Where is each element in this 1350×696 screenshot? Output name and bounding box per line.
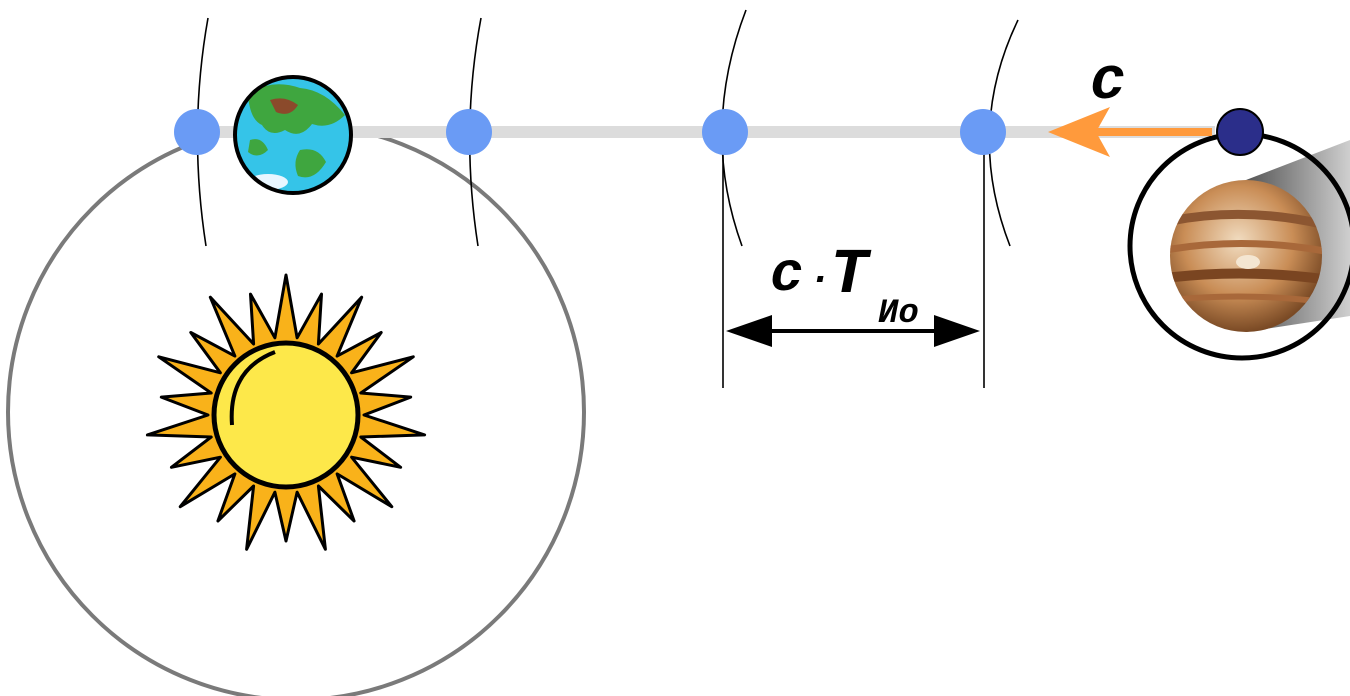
wavefront-dot-1 <box>174 109 220 155</box>
distance-arrow <box>726 315 980 347</box>
wavefront-dot-3 <box>702 109 748 155</box>
io-moon-icon <box>1217 109 1263 155</box>
sun-icon <box>147 275 424 549</box>
distance-label-dot: · <box>808 258 832 303</box>
speed-label: c <box>1090 49 1126 117</box>
wavefront-dot-2 <box>446 109 492 155</box>
wavefront-dot-4 <box>960 109 1006 155</box>
earth-icon <box>235 77 351 193</box>
distance-label-subscript: Ио <box>878 295 919 333</box>
distance-label-T: T <box>830 240 872 312</box>
distance-label-c: c <box>770 243 804 307</box>
